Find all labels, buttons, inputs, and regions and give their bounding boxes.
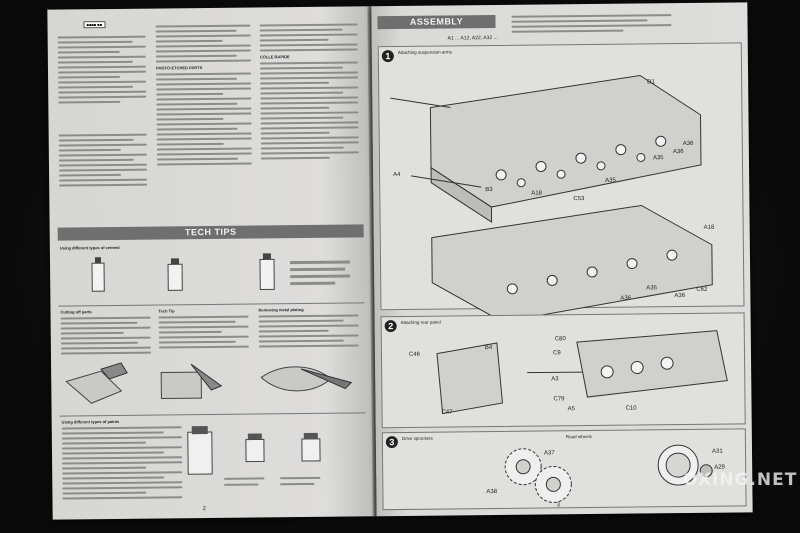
- paint-jars-illustration: [187, 426, 321, 486]
- assembly-bar: ASSEMBLY: [377, 14, 496, 30]
- parts-used-label: A1 ... A12, A22, A32 ...: [447, 34, 498, 42]
- part-label: A5: [567, 406, 575, 413]
- right-page: ASSEMBLY A1 ... A12, A22, A32 ... 1 Atta…: [371, 2, 753, 517]
- part-label: A36: [674, 293, 686, 300]
- part-label: A36: [682, 140, 694, 148]
- instruction-booklet: ■■■■ ■■ PHOTO-ETCHED PARTS COLLE RAPIDE: [47, 2, 753, 520]
- part-label: C80: [554, 336, 566, 343]
- part-label: A38: [486, 488, 498, 496]
- part-label: A35: [652, 155, 664, 162]
- part-label: A4: [393, 171, 401, 179]
- part-label: A18: [531, 190, 543, 197]
- step-1-diagram: [390, 74, 713, 323]
- part-label: A3: [551, 376, 559, 383]
- tips-metal-plating: Removing metal plating: [258, 306, 359, 350]
- part-label: B3: [485, 187, 493, 194]
- tips-cutting: Cutting off parts: [60, 309, 151, 358]
- part-label: C62: [696, 286, 708, 293]
- part-label: C9: [552, 350, 561, 357]
- middle-column-text: PHOTO-ETCHED PARTS: [155, 22, 252, 169]
- left-column-text-2: [58, 131, 148, 190]
- tips-cement: Using different types of cement: [59, 244, 120, 251]
- japanese-heading-box: ■■■■ ■■: [83, 21, 106, 29]
- step-2-diagram: [436, 330, 728, 415]
- left-page: ■■■■ ■■ PHOTO-ETCHED PARTS COLLE RAPIDE: [47, 6, 375, 520]
- step-1-title: Attaching suspension arms: [397, 49, 452, 56]
- tech-tips-bar: TECH TIPS: [57, 224, 364, 241]
- cutting-illustrations: [65, 362, 353, 404]
- part-label: B4: [484, 345, 493, 352]
- part-label: A31: [711, 448, 723, 455]
- right-column-text: COLLE RAPIDE: [259, 20, 359, 162]
- part-label: A35: [646, 285, 658, 292]
- part-label: C79: [553, 396, 565, 403]
- heading-colle-rapide: COLLE RAPIDE: [259, 54, 290, 60]
- part-label: C10: [625, 405, 637, 412]
- part-label: A37: [543, 450, 555, 457]
- cement-bottles-illustration: [91, 257, 183, 292]
- part-label: A36: [672, 149, 684, 156]
- part-label: C53: [573, 196, 585, 203]
- tips-tech-tip: Tech Tip: [158, 308, 249, 352]
- tips-paints: Using different types of paints: [62, 418, 183, 502]
- watermark: OXING.NET: [683, 470, 798, 490]
- assembly-header-notes: [511, 11, 672, 36]
- tips-divider-2: [59, 412, 366, 417]
- part-label: C46: [408, 351, 421, 358]
- page-number-right: 3: [556, 502, 560, 509]
- part-label: A36: [620, 295, 632, 302]
- part-label: C47: [441, 409, 453, 416]
- part-label: A18: [703, 224, 715, 231]
- page-number-left: 2: [202, 506, 206, 513]
- heading-photo-etched: PHOTO-ETCHED PARTS: [155, 65, 203, 71]
- cement-bottle-illustration-2: [259, 253, 351, 290]
- part-label: D1: [647, 79, 655, 86]
- part-label: A35: [605, 177, 616, 184]
- step-3-diagram: [504, 444, 713, 503]
- left-column-text: [57, 33, 147, 107]
